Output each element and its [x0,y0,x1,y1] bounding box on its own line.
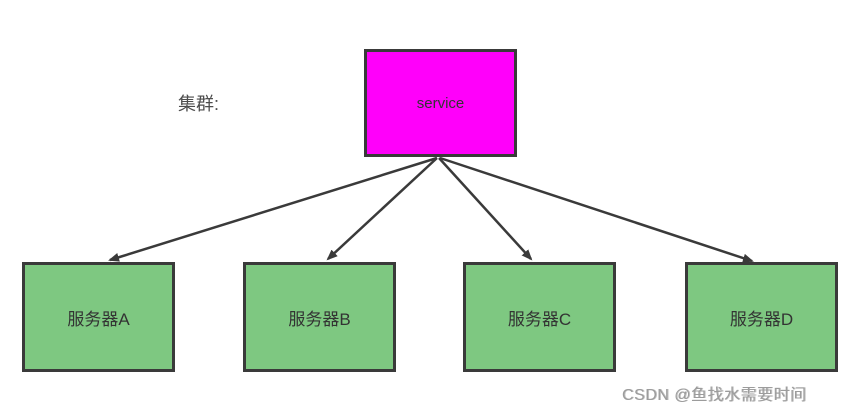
edge-lines [108,156,754,263]
server-d-node: 服务器D [685,262,838,372]
server-d-label: 服务器D [729,309,794,329]
edge-arrow [439,156,754,263]
server-c-node: 服务器C [463,262,616,372]
watermark: CSDN @鱼找水需要时间 [622,387,807,404]
edge-arrow [108,156,438,262]
service-node-label: service [416,94,465,112]
server-b-node: 服务器B [243,262,396,372]
server-a-label: 服务器A [67,309,130,329]
service-node: service [364,49,517,157]
server-b-label: 服务器B [288,309,351,329]
server-a-node: 服务器A [22,262,175,372]
cluster-label: 集群: [178,94,220,114]
edge-arrow [438,157,533,261]
edge-arrow [326,157,438,261]
server-c-label: 服务器C [507,309,572,329]
